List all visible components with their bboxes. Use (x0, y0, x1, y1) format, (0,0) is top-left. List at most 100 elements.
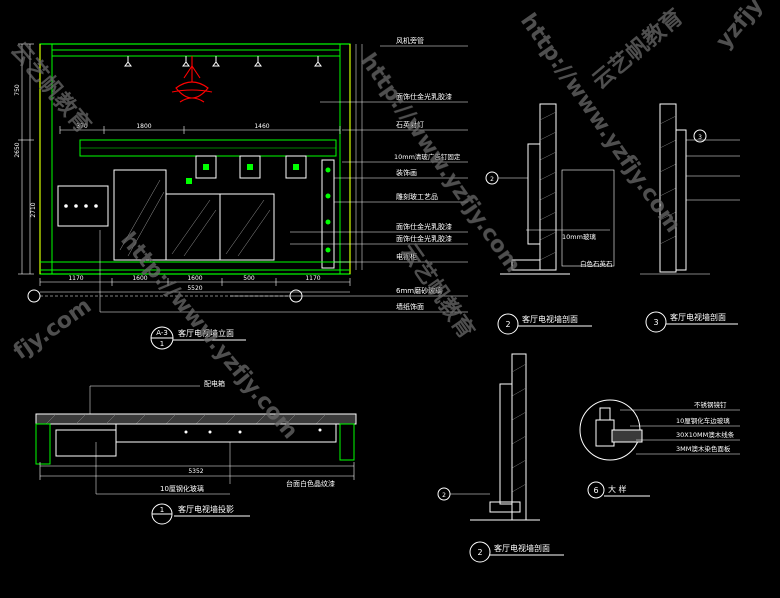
plan-tv-cabinet (115, 423, 337, 443)
section-2b-title-circle (469, 541, 491, 563)
left-dimension-line (18, 43, 34, 275)
dim-left-3: 2710 (30, 202, 37, 217)
section-3: 3 3 客厅电视墙剖面 (640, 103, 740, 333)
plan-label-countertop: 台面白色晶纹漆 (286, 479, 335, 488)
section-2-title-circle (497, 313, 519, 335)
dim-left-2: 2650 (14, 142, 21, 157)
detail-tag: 6 (593, 486, 598, 495)
plan-title: 客厅电视墙投影 (178, 504, 234, 514)
glass-callout: 10mm玻璃 (562, 232, 596, 241)
section-3-tag: 3 (653, 318, 658, 327)
ceiling-spotlights (124, 56, 322, 67)
label-fan-coil: 风机旁管 (396, 36, 424, 45)
tag-id: A-3 (156, 329, 168, 337)
dim-bottom-4: 500 (243, 275, 255, 282)
section-3-title: 客厅电视墙剖面 (670, 312, 726, 322)
plan-wall (35, 413, 357, 425)
section-mark-2-text: 2 (490, 176, 494, 183)
display-items (325, 167, 331, 253)
frame-inner-dots (186, 164, 299, 184)
cabinet-section (511, 259, 541, 271)
wall-section-hatch (659, 115, 677, 245)
spotlight (254, 56, 262, 67)
section-2b-tag: 2 (477, 548, 482, 557)
label-quartz-light: 石英射灯 (396, 120, 424, 129)
spotlight (182, 56, 190, 67)
detail-title: 大 样 (608, 484, 627, 494)
label-glass-nail: 10mm清玻广告钉固定 (394, 152, 461, 161)
tv-wall-thickness (499, 383, 513, 505)
section-mark-2b-text: 2 (442, 492, 446, 499)
tv-wall-thickness (527, 143, 541, 245)
cabinet-section (489, 501, 521, 513)
quartz-label: 白色石英石 (580, 259, 613, 268)
section-mark-3 (693, 129, 707, 143)
right-display-column (321, 159, 335, 269)
wall-section-hatch (539, 111, 557, 261)
dim-bottom-5: 1170 (305, 275, 320, 282)
dim-bottom-2: 1600 (132, 275, 147, 282)
detail-label-panel: 3MM澳木染色面板 (676, 444, 731, 453)
dim-top-1: 370 (76, 123, 88, 130)
detail-label-nail: 不锈钢镜钉 (694, 400, 727, 409)
plan-fixings (184, 428, 322, 434)
glass-section (561, 169, 615, 267)
plan-right-wall (339, 423, 355, 461)
plan-label-glass: 10厘钢化玻璃 (160, 484, 204, 493)
section-2-title: 客厅电视墙剖面 (522, 314, 578, 324)
picture-frame (285, 155, 307, 179)
detail-leaders (620, 409, 740, 455)
tag-sheet: 1 (160, 340, 164, 348)
decor-frames (195, 155, 307, 179)
label-wallpaper: 墙纸饰面 (396, 302, 424, 311)
panel-hatching (119, 179, 271, 257)
dim-bottom-3: 1600 (187, 275, 202, 282)
tv-wall-panels (113, 169, 275, 261)
elevation-title: 客厅电视墙立面 (178, 328, 234, 338)
detail-glass (611, 429, 643, 443)
main-elevation: 370 1800 1460 (14, 36, 468, 350)
wall-section-hatch (511, 363, 527, 493)
detail-label-trim: 30X10MM澳木线条 (676, 430, 735, 439)
plan-dim-total: 5352 (188, 468, 203, 475)
plan-dimension-line (39, 462, 355, 480)
section-2-top: 10mm玻璃 白色石英石 2 2 客厅电视墙剖面 (485, 103, 615, 335)
label-frosted-glass: 6mm磨砂玻璃 (396, 286, 442, 295)
picture-frame (239, 155, 261, 179)
spotlight (212, 56, 220, 67)
bottom-dimension-line (39, 278, 351, 293)
section-2-tag: 2 (505, 320, 510, 329)
label-carved-glass: 雕刻玻工艺品 (396, 192, 438, 201)
dim-bottom-total: 5520 (187, 285, 202, 292)
label-latex-paint-2: 面饰仕金光乳胶漆 (396, 222, 452, 231)
dim-top-2: 1800 (136, 123, 151, 130)
section-mark-3-text: 3 (698, 134, 702, 141)
detail-nail (599, 407, 611, 421)
elevation-leaders (99, 44, 468, 313)
elevation-labels: 风机旁管 面饰仕金光乳胶漆 石英射灯 10mm清玻广告钉固定 装饰画 雕刻玻工艺… (394, 36, 461, 311)
left-cabinet (57, 185, 109, 227)
detail-6: 不锈钢镜钉 10厘钢化车边玻璃 30X10MM澳木线条 3MM澳木染色面板 6 … (579, 399, 740, 499)
label-latex-paint-3: 面饰仕金光乳胶漆 (396, 234, 452, 243)
section-3-title-circle (645, 311, 667, 333)
plan-left-wall (35, 423, 51, 465)
detail-title-circle (587, 481, 605, 499)
label-latex-paint: 面饰仕金光乳胶漆 (396, 92, 452, 101)
chandelier-icon (171, 56, 213, 103)
plan-cabinet (55, 429, 117, 457)
label-tv-cabinet: 电视柜 (396, 252, 417, 261)
top-dimension-line (59, 126, 341, 134)
plan-view: 5352 配电箱 10厘钢化玻璃 台面白色晶纹漆 1 客厅电视墙投影 (35, 379, 357, 525)
label-decor-painting: 装饰画 (396, 168, 417, 177)
dim-top-3: 1460 (254, 123, 269, 130)
elevation-title-tag: A-3 1 客厅电视墙立面 (150, 326, 246, 350)
dim-left-1: 750 (14, 84, 21, 96)
section-2b-title: 客厅电视墙剖面 (494, 543, 550, 553)
plan-wall-hatch (45, 413, 327, 425)
plan-label-top: 配电箱 (204, 379, 225, 388)
plan-tag: 1 (160, 506, 164, 514)
detail-label-glass: 10厘钢化车边玻璃 (676, 416, 730, 425)
spotlight (124, 56, 132, 67)
